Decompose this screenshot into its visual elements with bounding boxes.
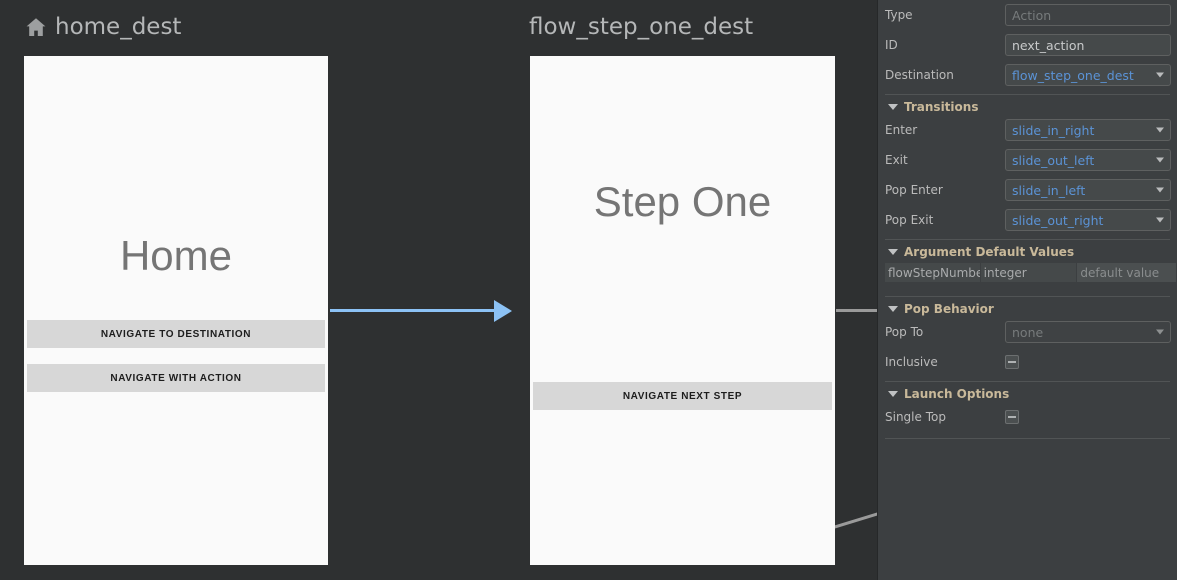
combo-pop-to-value: none <box>1012 324 1044 340</box>
chevron-down-icon <box>1156 72 1164 78</box>
indeterminate-dash-icon <box>1008 416 1016 418</box>
combo-exit[interactable]: slide_out_left <box>1005 149 1171 171</box>
navigation-graph-canvas[interactable]: home_dest Home NAVIGATE TO DESTINATION N… <box>0 0 877 580</box>
label-enter: Enter <box>885 123 918 137</box>
attribute-row-pop-enter: Pop Enter slide_in_left <box>878 175 1177 205</box>
section-title-launch-options: Launch Options <box>904 386 1010 401</box>
combo-enter-value: slide_in_right <box>1012 122 1095 138</box>
section-header-argument-default-values[interactable]: Argument Default Values <box>885 243 1170 260</box>
triangle-down-icon <box>888 390 898 397</box>
input-id[interactable]: next_action <box>1005 34 1171 56</box>
section-title-transitions: Transitions <box>904 99 979 114</box>
checkbox-single-top[interactable] <box>1005 410 1019 424</box>
destination-title-flow-step-one-dest[interactable]: flow_step_one_dest <box>529 14 753 40</box>
attributes-panel: Type Action ID next_action Destination f… <box>877 0 1177 580</box>
chevron-down-icon <box>1156 157 1164 163</box>
combo-exit-value: slide_out_left <box>1012 152 1095 168</box>
chevron-down-icon <box>1156 329 1164 335</box>
attribute-row-pop-to: Pop To none <box>878 317 1177 347</box>
checkbox-inclusive[interactable] <box>1005 355 1019 369</box>
combo-pop-exit-value: slide_out_right <box>1012 212 1104 228</box>
section-launch-options: Launch Options <box>885 381 1170 402</box>
input-type[interactable]: Action <box>1005 4 1171 26</box>
combo-pop-to[interactable]: none <box>1005 321 1171 343</box>
section-header-launch-options[interactable]: Launch Options <box>885 385 1170 402</box>
section-transitions: Transitions <box>885 94 1170 115</box>
combo-enter[interactable]: slide_in_right <box>1005 119 1171 141</box>
section-pop-behavior: Pop Behavior <box>885 296 1170 317</box>
label-pop-exit: Pop Exit <box>885 213 934 227</box>
connector-home-to-flow-step-one[interactable] <box>330 309 496 312</box>
attribute-row-id: ID next_action <box>878 30 1177 60</box>
argument-name-cell[interactable]: flowStepNumbe <box>885 263 981 282</box>
indeterminate-dash-icon <box>1008 361 1016 363</box>
label-single-top: Single Top <box>885 410 946 424</box>
triangle-down-icon <box>888 103 898 110</box>
combo-pop-enter-value: slide_in_left <box>1012 182 1086 198</box>
label-type: Type <box>885 8 913 22</box>
screen-heading-step-one: Step One <box>593 178 772 225</box>
triangle-down-icon <box>888 248 898 255</box>
destination-title-home-dest[interactable]: home_dest <box>24 14 181 40</box>
screen-heading-home: Home <box>119 232 233 279</box>
section-title-argument-default-values: Argument Default Values <box>904 244 1075 259</box>
attribute-row-destination: Destination flow_step_one_dest <box>878 60 1177 90</box>
label-pop-enter: Pop Enter <box>885 183 943 197</box>
button-navigate-with-action[interactable]: NAVIGATE WITH ACTION <box>27 364 325 392</box>
section-header-pop-behavior[interactable]: Pop Behavior <box>885 300 1170 317</box>
destination-card-flow-step-one-dest[interactable]: Step One NAVIGATE NEXT STEP <box>530 56 835 565</box>
destination-title-label: flow_step_one_dest <box>529 14 754 40</box>
section-header-transitions[interactable]: Transitions <box>885 98 1170 115</box>
label-id: ID <box>885 38 898 52</box>
combo-destination-value: flow_step_one_dest <box>1012 67 1134 83</box>
attribute-row-type: Type Action <box>878 0 1177 30</box>
attribute-row-pop-exit: Pop Exit slide_out_right <box>878 205 1177 235</box>
argument-default-value-cell[interactable]: default value <box>1077 263 1176 282</box>
button-navigate-to-destination[interactable]: NAVIGATE TO DESTINATION <box>27 320 325 348</box>
combo-destination[interactable]: flow_step_one_dest <box>1005 64 1171 86</box>
button-navigate-next-step[interactable]: NAVIGATE NEXT STEP <box>533 382 832 410</box>
destination-card-home-dest[interactable]: Home NAVIGATE TO DESTINATION NAVIGATE WI… <box>24 56 328 565</box>
card-body-home-dest: Home NAVIGATE TO DESTINATION NAVIGATE WI… <box>24 56 328 565</box>
chevron-down-icon <box>1156 187 1164 193</box>
connector-flow-step-one-outgoing[interactable] <box>836 309 877 312</box>
section-title-pop-behavior: Pop Behavior <box>904 301 994 316</box>
label-pop-to: Pop To <box>885 325 924 339</box>
combo-pop-exit[interactable]: slide_out_right <box>1005 209 1171 231</box>
chevron-down-icon <box>1156 127 1164 133</box>
label-exit: Exit <box>885 153 908 167</box>
section-argument-default-values: Argument Default Values <box>885 239 1170 260</box>
label-inclusive: Inclusive <box>885 355 938 369</box>
label-destination: Destination <box>885 68 954 82</box>
home-icon <box>26 18 46 36</box>
attribute-row-single-top: Single Top <box>878 402 1177 432</box>
triangle-down-icon <box>888 305 898 312</box>
panel-bottom-divider <box>885 438 1170 439</box>
chevron-down-icon <box>1156 217 1164 223</box>
argument-type-cell[interactable]: integer <box>980 263 1078 282</box>
connector-arrowhead-home-to-flow-step-one <box>494 300 512 322</box>
attribute-row-exit: Exit slide_out_left <box>878 145 1177 175</box>
combo-pop-enter[interactable]: slide_in_left <box>1005 179 1171 201</box>
attribute-row-enter: Enter slide_in_right <box>878 115 1177 145</box>
argument-table: flowStepNumbe integer default value <box>885 263 1176 282</box>
card-body-flow-step-one: Step One NAVIGATE NEXT STEP <box>530 56 835 565</box>
destination-title-label: home_dest <box>55 14 182 40</box>
attribute-row-inclusive: Inclusive <box>878 347 1177 377</box>
